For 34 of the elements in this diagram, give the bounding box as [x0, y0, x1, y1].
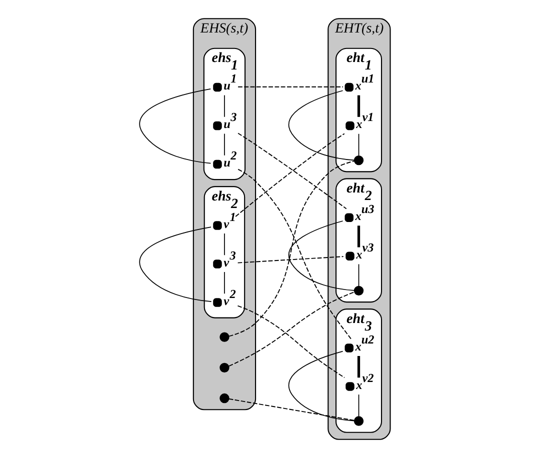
node-circle — [219, 393, 229, 404]
node-circle — [353, 155, 364, 166]
connector — [356, 95, 360, 117]
connector — [138, 226, 212, 302]
node-circle — [212, 121, 222, 130]
connector — [236, 256, 344, 264]
connector — [358, 133, 359, 156]
connector — [138, 88, 211, 164]
connector — [356, 356, 360, 378]
connector — [288, 220, 354, 291]
connector — [236, 305, 344, 378]
node-circle — [212, 160, 222, 169]
connector — [288, 90, 354, 161]
node-circle — [345, 121, 354, 130]
node-circle — [344, 82, 353, 92]
connector — [358, 264, 359, 286]
node-circle — [344, 213, 353, 222]
connector — [228, 398, 354, 421]
node-circle — [353, 286, 364, 296]
node-circle — [345, 252, 354, 260]
node-circle — [353, 416, 364, 426]
connector — [237, 86, 343, 88]
node-circle — [212, 221, 222, 230]
connector — [288, 350, 354, 422]
node-circle — [344, 344, 353, 352]
node-circle — [212, 298, 222, 307]
connector — [358, 394, 359, 417]
connector — [356, 226, 360, 248]
node-circle — [212, 82, 222, 92]
node-circle — [212, 260, 222, 268]
node-circle — [345, 382, 354, 391]
connector — [228, 292, 354, 367]
node-circle — [219, 362, 229, 372]
node-circle — [219, 332, 229, 342]
